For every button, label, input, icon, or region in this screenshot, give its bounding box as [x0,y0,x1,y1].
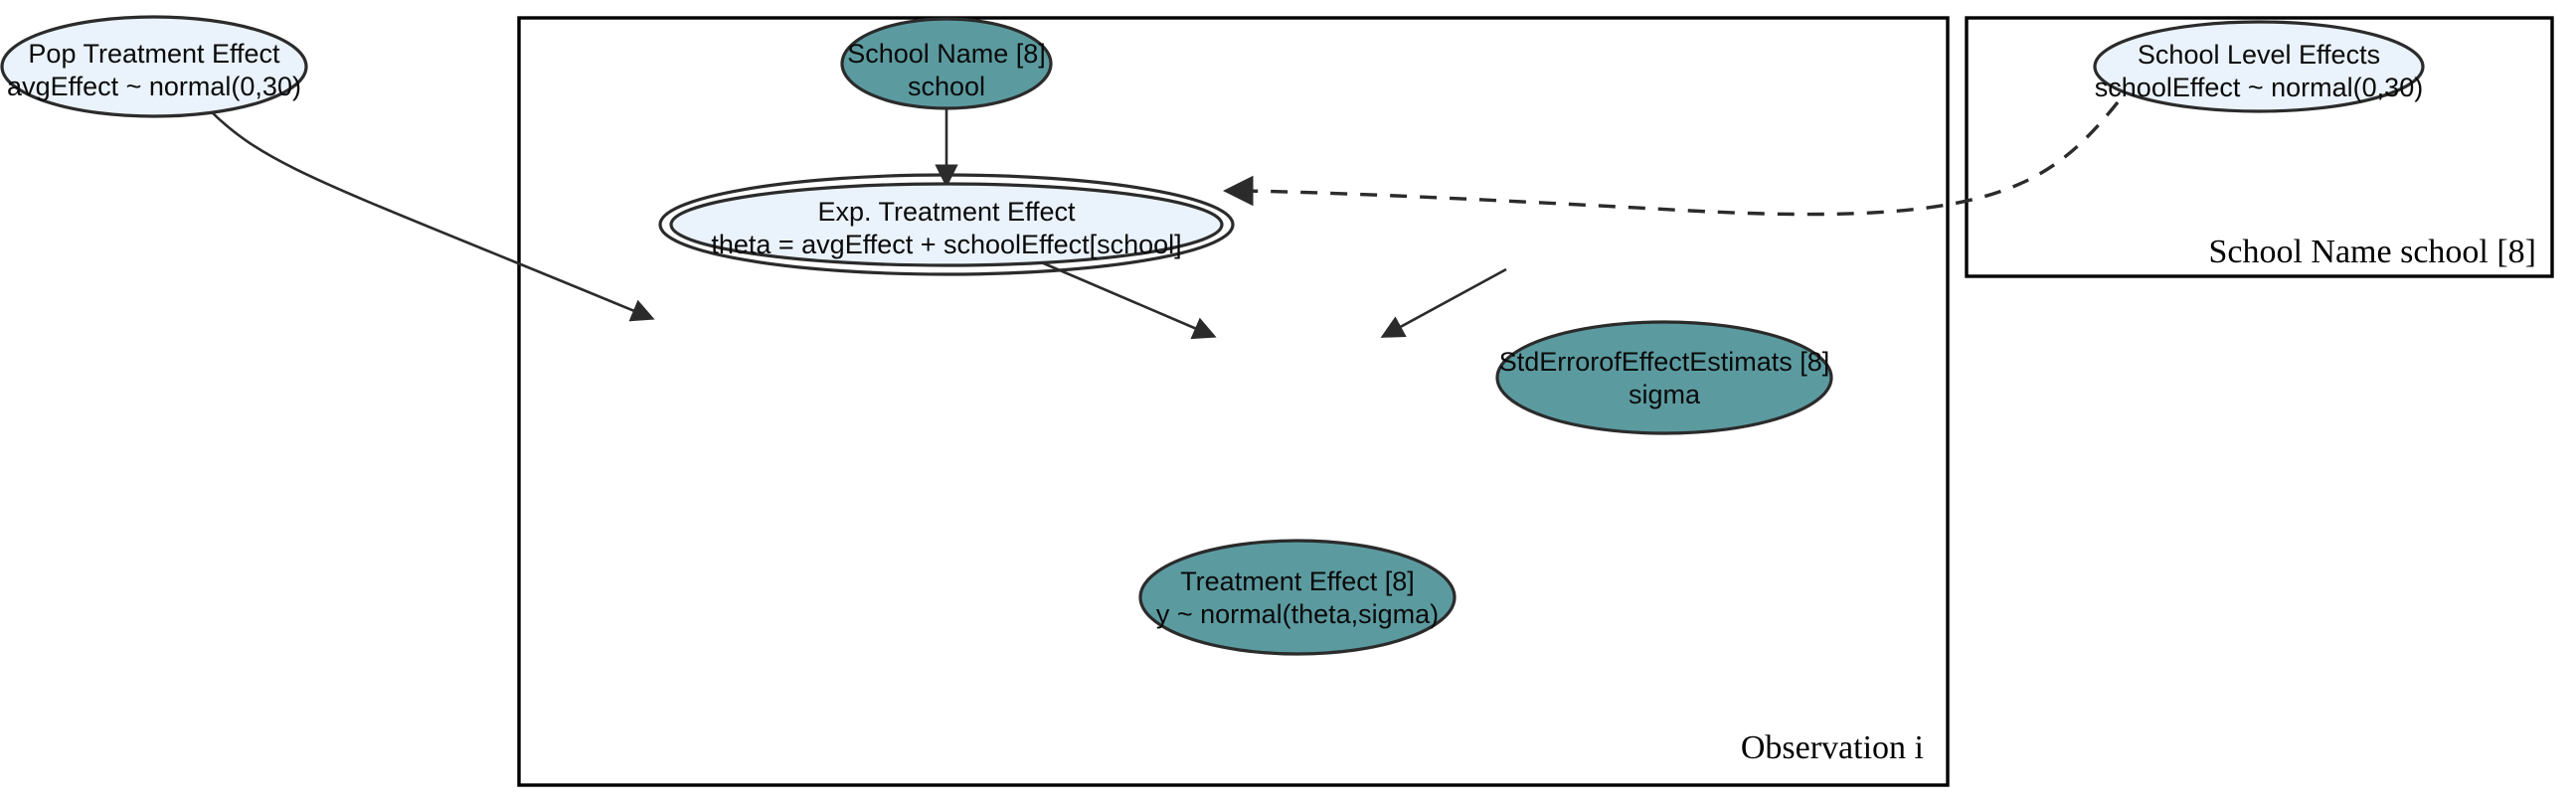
node-exp-treatment-effect-line2: theta = avgEffect + schoolEffect[school] [711,230,1181,259]
node-school-name-shape[interactable] [840,17,1053,110]
node-pop-treatment-effect[interactable]: Pop Treatment Effect avgEffect ~ normal(… [0,15,308,118]
edge-avgeffect-to-theta [208,108,655,322]
node-exp-treatment-effect-outer-ring [658,173,1235,276]
node-pop-treatment-effect-line2: avgEffect ~ normal(0,30) [7,72,301,101]
node-pop-treatment-effect-line1: Pop Treatment Effect [28,39,280,69]
node-school-name-line2: school [908,72,985,101]
node-std-error-of-effect-estimates-line2: sigma [1629,380,1701,409]
school-plate: School Name school [8] [1965,16,2554,278]
node-exp-treatment-effect[interactable]: Exp. Treatment Effect theta = avgEffect … [658,173,1235,276]
node-school-level-effects-shape[interactable] [2093,20,2425,113]
observation-plate: Observation i [517,16,1950,787]
node-std-error-of-effect-estimates[interactable]: StdErrorofEffectEstimats [8] sigma [1495,320,1833,435]
edge-theta-to-y [1038,259,1217,340]
school-plate-border [1965,16,2554,278]
node-school-name[interactable]: School Name [8] school [840,17,1053,110]
node-exp-treatment-effect-shape[interactable] [669,182,1224,267]
node-std-error-of-effect-estimates-shape[interactable] [1495,320,1833,435]
node-treatment-effect[interactable]: Treatment Effect [8] y ~ normal(theta,si… [1138,539,1457,656]
node-school-level-effects[interactable]: School Level Effects schoolEffect ~ norm… [2093,20,2425,113]
node-school-name-line1: School Name [8] [847,39,1046,69]
observation-plate-label: Observation i [1741,729,1924,766]
node-exp-treatment-effect-line1: Exp. Treatment Effect [817,197,1076,227]
node-school-level-effects-line1: School Level Effects [2138,40,2380,70]
edge-schooleffect-to-theta [1222,100,2120,217]
node-pop-treatment-effect-shape[interactable] [0,15,308,118]
node-treatment-effect-line2: y ~ normal(theta,sigma) [1156,599,1439,629]
node-school-level-effects-line2: schoolEffect ~ normal(0,30) [2095,73,2423,102]
observation-plate-border [517,16,1950,787]
node-treatment-effect-line1: Treatment Effect [8] [1180,566,1415,596]
edge-sigma-to-y [1380,267,1507,338]
school-plate-label: School Name school [8] [2208,234,2536,270]
node-std-error-of-effect-estimates-line1: StdErrorofEffectEstimats [8] [1499,347,1830,377]
node-treatment-effect-shape[interactable] [1138,539,1457,656]
